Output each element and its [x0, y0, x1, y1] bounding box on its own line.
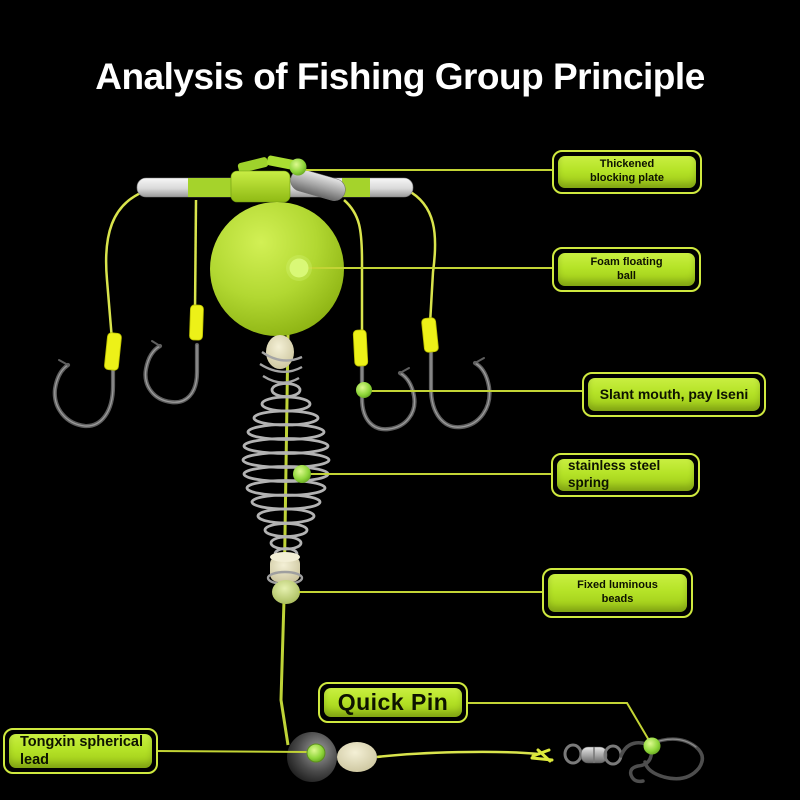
label-text: stainless steel: [568, 458, 661, 474]
dot-foam-ball: [289, 258, 309, 278]
label-thickened-blocking-plate: Thickened blocking plate: [552, 150, 702, 194]
dot-blocking-plate: [289, 158, 307, 176]
stainless-steel-spring: [241, 382, 331, 561]
page-title: Analysis of Fishing Group Principle: [95, 56, 705, 97]
dot-lead: [306, 743, 326, 763]
label-text: lead: [20, 752, 50, 768]
label-tongxin-spherical-lead: Tongxin spherical lead: [3, 728, 158, 774]
label-text: Quick Pin: [337, 689, 449, 716]
hook-outer-right: [428, 337, 492, 430]
label-stainless-steel-spring: stainless steel spring: [551, 453, 700, 497]
foam-floating-ball: [210, 202, 344, 336]
hook-inner-right: [359, 361, 417, 432]
fish-hooks: [52, 304, 492, 432]
hook-outer-left: [52, 345, 116, 429]
clip-wing-left: [237, 157, 269, 173]
label-text: Fixed luminous: [577, 579, 658, 592]
bead-stack-upper: [259, 335, 303, 384]
line-crimps: [104, 304, 439, 371]
label-text: Tongxin spherical: [20, 733, 144, 750]
label-text: Foam floating: [590, 255, 663, 268]
blocking-plate-assembly: [136, 155, 414, 203]
bead-stack-lower: [266, 552, 304, 604]
quick-pin-snap: [619, 737, 705, 784]
label-slant-mouth: Slant mouth, pay Iseni: [582, 372, 766, 417]
label-text: Thickened: [599, 158, 655, 171]
label-text: spring: [568, 475, 610, 490]
connector-lines: [155, 169, 651, 753]
label-text: Slant mouth, pay Iseni: [599, 385, 749, 402]
oval-bead: [337, 742, 377, 772]
label-fixed-luminous-beads: Fixed luminous beads: [542, 568, 693, 618]
dot-hook: [356, 382, 372, 398]
dot-spring: [293, 465, 311, 483]
label-quick-pin: Quick Pin: [318, 682, 468, 723]
dot-snap: [643, 737, 661, 755]
luminous-bead: [272, 580, 300, 604]
label-text: ball: [617, 269, 636, 282]
label-foam-floating-ball: Foam floating ball: [552, 247, 701, 292]
connector-dots: [286, 158, 661, 763]
label-text: blocking plate: [590, 172, 664, 184]
connector-barrel: [290, 169, 346, 201]
lead-and-quick-pin: [287, 732, 705, 784]
line-knot: [530, 748, 554, 763]
label-text: beads: [601, 593, 634, 605]
barrel-swivel: [563, 743, 623, 766]
